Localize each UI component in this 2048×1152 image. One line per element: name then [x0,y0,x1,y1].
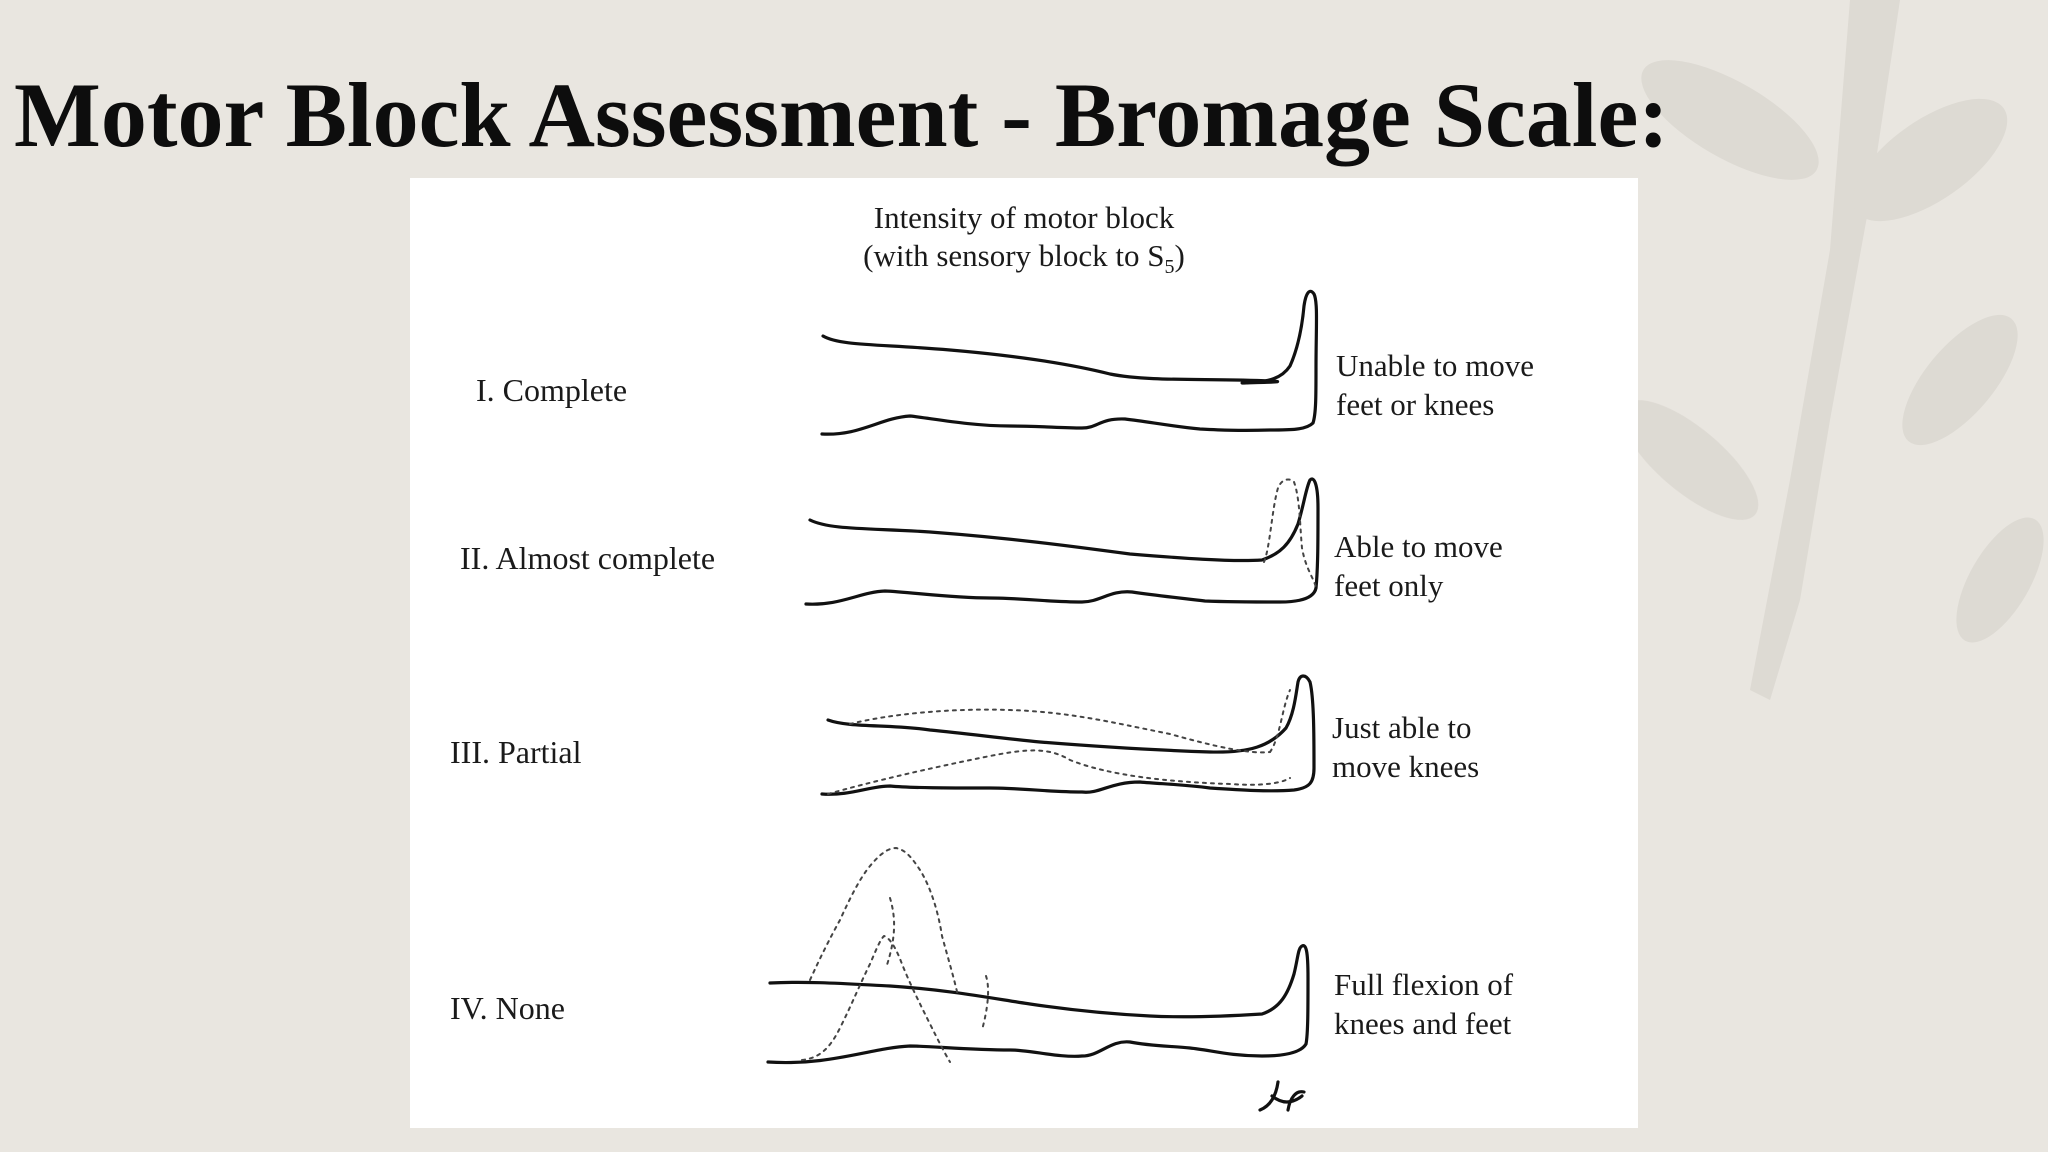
grade-description-4-line2: knees and feet [1334,1006,1512,1041]
figure-header-prefix: (with sensory block to S [863,238,1165,273]
grade-description-1: Unable to move feet or knees [1336,346,1534,424]
grade-description-3-line1: Just able to [1332,710,1472,745]
background-shadow-decoration [1621,0,2044,700]
figure-header-line1: Intensity of motor block [873,200,1175,235]
grade-description-1-line1: Unable to move [1336,348,1535,383]
grade-description-4: Full flexion of knees and feet [1334,965,1513,1043]
grade-description-4-line1: Full flexion of [1334,967,1514,1002]
grade-description-3-line2: move knees [1332,749,1480,784]
grade-label-4: IV. None [450,990,565,1026]
leg-drawing-partial [820,674,1316,796]
grade-label-2: II. Almost complete [460,540,716,576]
slide-title: Motor Block Assessment - Bromage Scale: [14,64,1669,166]
leg-drawing-complete [820,289,1319,436]
figure-header-line2: (with sensory block to S5) [410,238,1638,279]
bromage-scale-figure: Intensity of motor block (with sensory b… [410,178,1638,1128]
grade-label-3: III. Partial [450,734,582,770]
grade-description-3: Just able to move knees [1332,708,1479,786]
grade-description-1-line2: feet or knees [1336,387,1495,422]
grade-description-2-line1: Able to move [1334,529,1503,564]
figure-header-subscript: 5 [1164,256,1175,279]
leg-drawing-almost-complete [804,477,1320,606]
leg-drawing-none [766,847,1310,1112]
figure-header-suffix: ) [1174,238,1185,273]
leg-drawings [766,289,1320,1112]
grade-description-2: Able to move feet only [1334,527,1503,605]
grade-description-2-line2: feet only [1334,568,1444,603]
grade-label-1: I. Complete [476,372,628,408]
